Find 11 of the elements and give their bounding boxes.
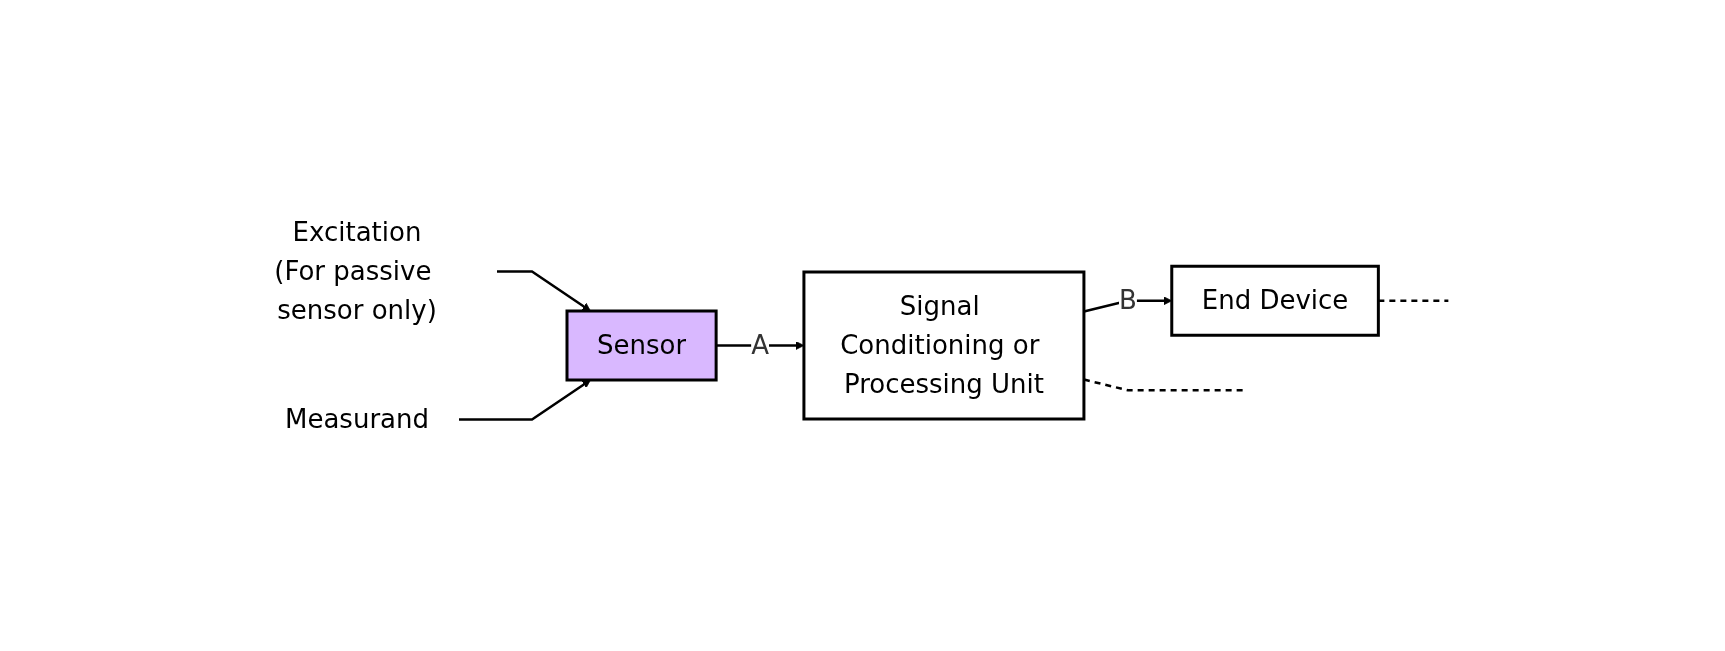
arrow (496, 269, 591, 311)
node-text: Measurand (284, 403, 429, 434)
connector (1083, 377, 1245, 391)
arrow (458, 379, 591, 421)
connector (1378, 299, 1449, 302)
node-text: Excitation (For passive sensor only) (274, 216, 437, 325)
edge-label: A (750, 329, 769, 360)
node-box: Sensor (565, 309, 718, 381)
edge-label: B (1118, 284, 1137, 315)
node-box: End Device (1170, 264, 1380, 337)
node-box: Signal Conditioning or Processing Unit (802, 270, 1086, 420)
